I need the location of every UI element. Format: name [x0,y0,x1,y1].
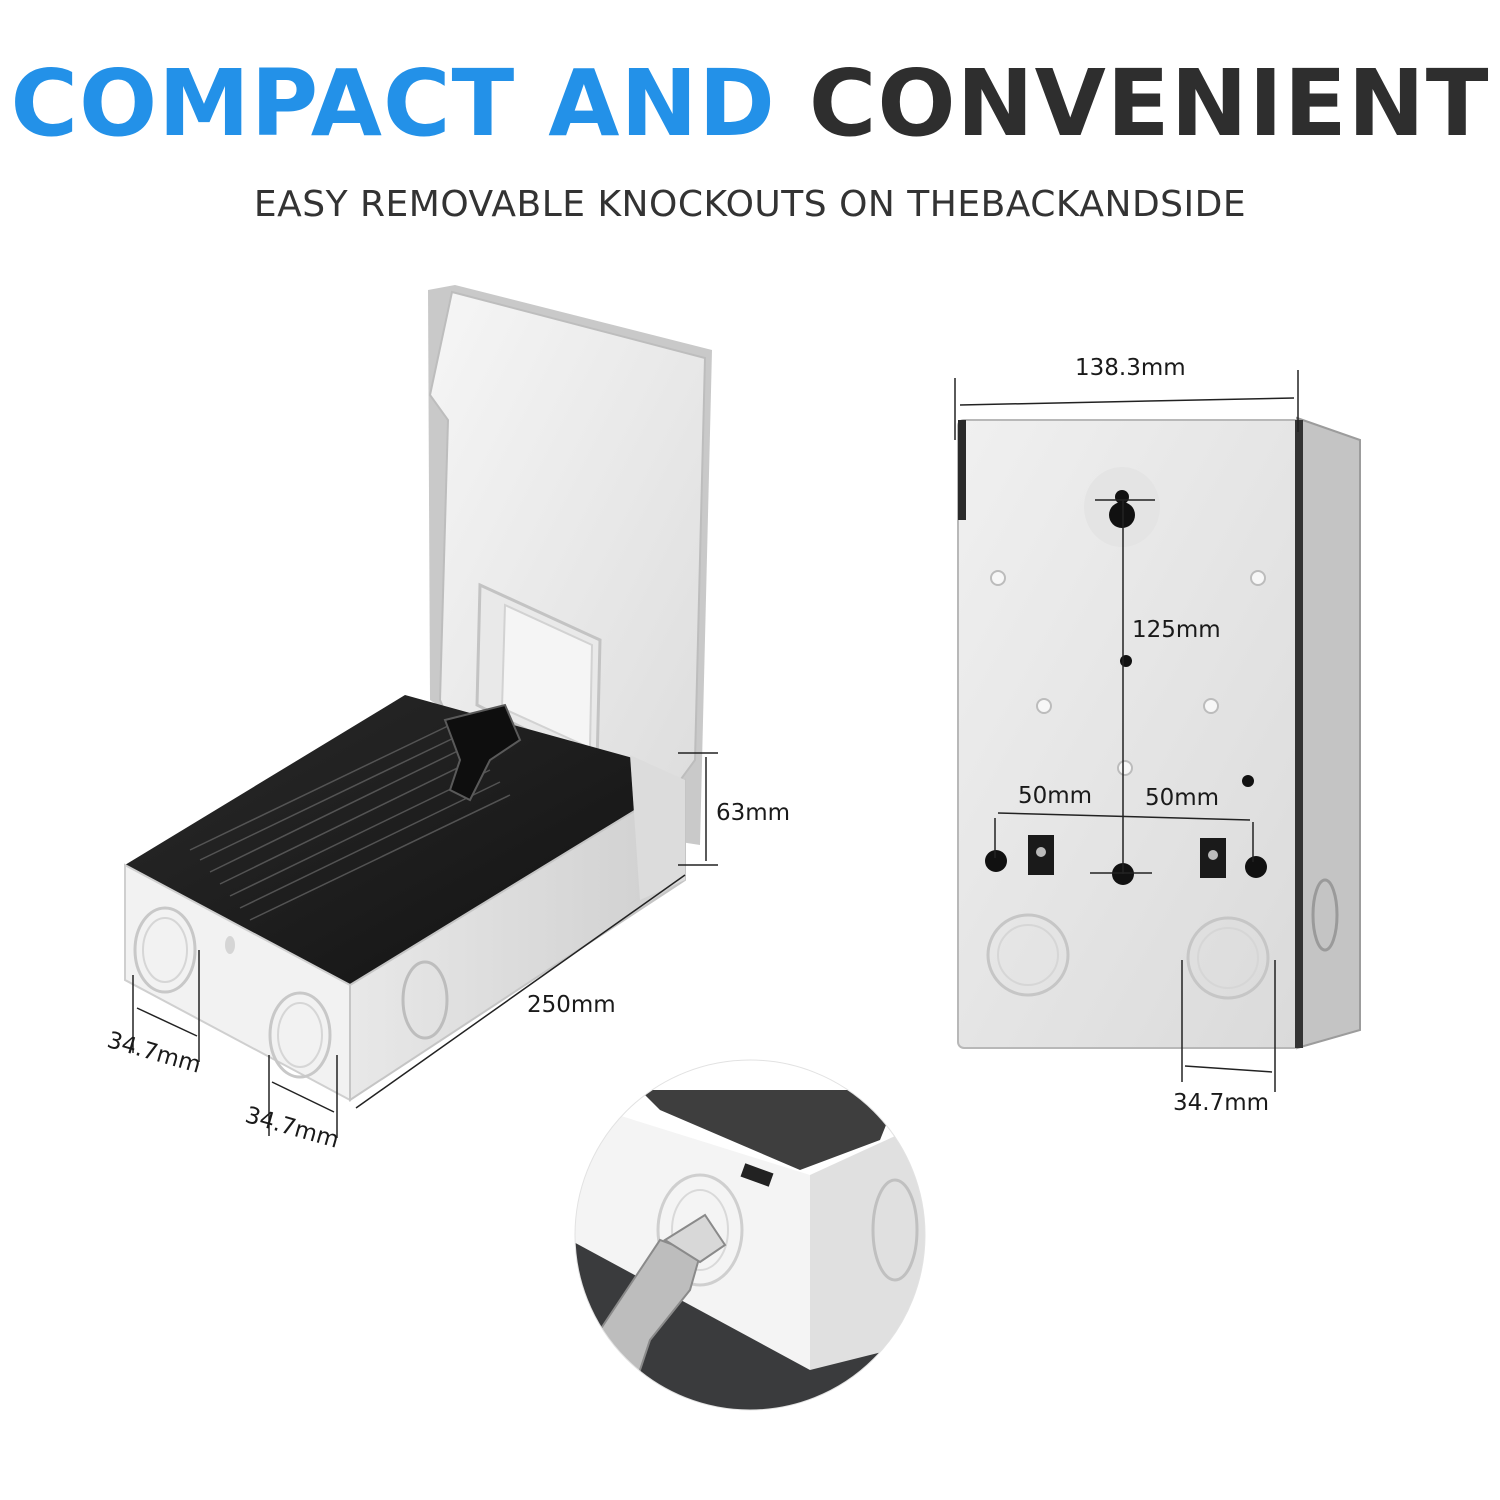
dim-back-knockout: 34.7mm [1173,1090,1270,1116]
page-subtitle: EASY REMOVABLE KNOCKOUTS ON THEBACKANDSI… [253,184,1247,225]
back-panel [957,416,1361,1050]
dim-left-50mm: 50mm [1018,783,1093,809]
knockout-detail-circle [575,1060,925,1410]
open-enclosure [124,285,712,1102]
dim-right-50mm: 50mm [1145,785,1220,811]
dim-length-250mm: 250mm [527,992,616,1018]
page-title: COMPACT AND CONVENIENT [0,58,1500,150]
title-dark: CONVENIENT [808,50,1490,157]
title-accent: COMPACT AND [10,50,776,157]
dim-keyhole-125mm: 125mm [1132,617,1221,643]
front-dimension-lines [132,752,718,1138]
dim-height-63mm: 63mm [716,800,791,826]
dim-back-width: 138.3mm [1075,355,1186,381]
back-dimension-lines [954,370,1299,1092]
